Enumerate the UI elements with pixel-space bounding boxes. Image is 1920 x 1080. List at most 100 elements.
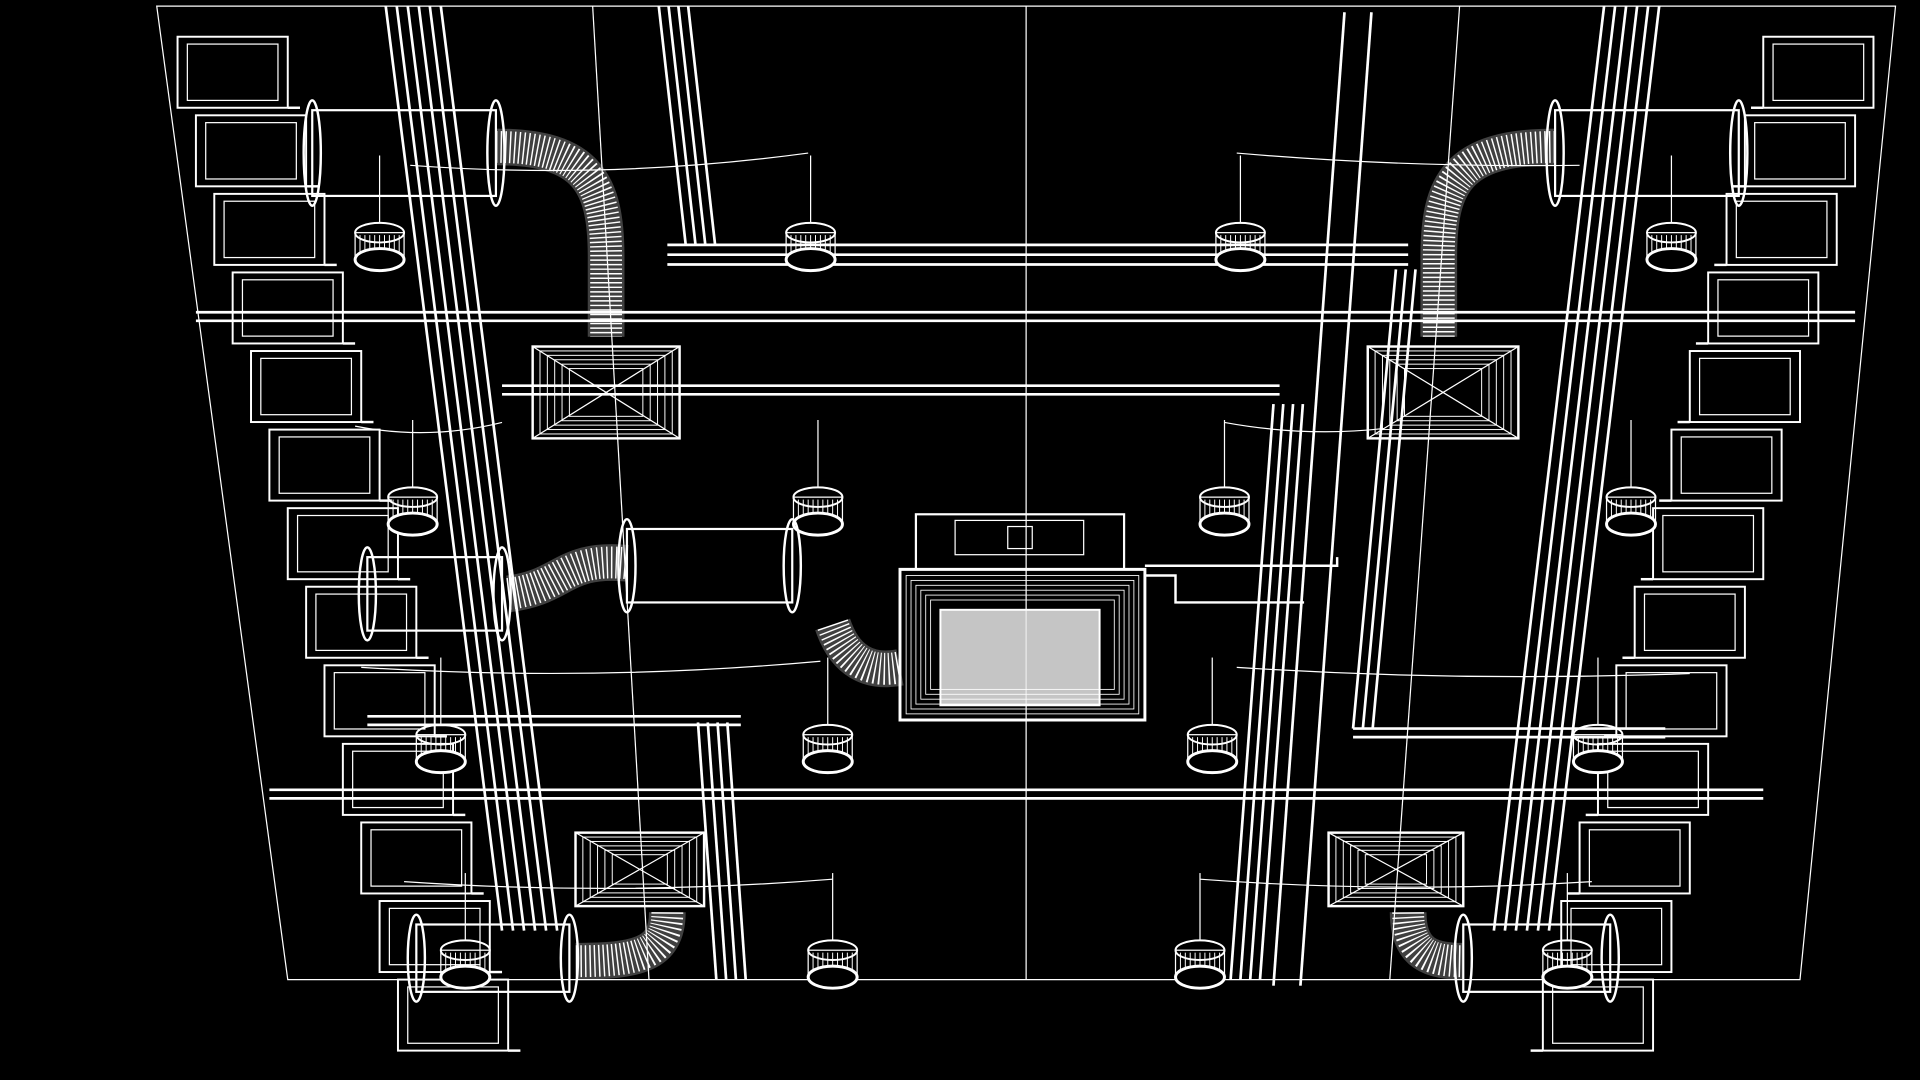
duct-box-inner	[1698, 357, 1791, 416]
duct-box-segment	[323, 664, 436, 738]
duct-body	[366, 556, 504, 632]
vertical-pipe	[667, 5, 697, 246]
cassette-top-panel	[954, 519, 1085, 556]
vertical-pipe	[1536, 5, 1650, 931]
suspension-cable	[1236, 666, 1690, 678]
fan-bottom	[1174, 964, 1226, 990]
duct-run-bottom-right	[1453, 913, 1620, 1003]
side-duct-ladder-left	[176, 35, 521, 1052]
vertical-pipe	[1371, 269, 1417, 729]
diffuser-diagonal	[1328, 832, 1397, 870]
fan-cylinder	[1645, 155, 1698, 273]
cassette-refrigerant-pipe	[1144, 557, 1339, 604]
vertical-pipe	[406, 5, 526, 931]
flex-duct-elbow-bottom-left	[575, 911, 684, 978]
fan-bottom	[439, 964, 492, 990]
flex-duct-elbow-bottom-right	[1392, 911, 1464, 978]
fan-cylinder	[801, 657, 854, 775]
duct-box-segment	[1633, 585, 1746, 659]
diffuser-diagonal	[1367, 346, 1444, 393]
duct-box-inner	[241, 279, 334, 337]
diffuser-louver	[539, 350, 673, 435]
diffuser-louver	[532, 346, 681, 439]
diffuser-diagonal	[1395, 832, 1464, 870]
vertical-pipe	[657, 5, 688, 246]
duct-box-segment	[341, 742, 455, 816]
duct-flange	[492, 546, 512, 642]
cassette-bezel-line	[915, 584, 1130, 705]
suspension-cable	[1224, 421, 1384, 433]
duct-flange	[1545, 99, 1565, 207]
duct-box-segment	[1725, 192, 1838, 266]
duct-box-inner	[1754, 122, 1846, 180]
square-diffuser	[574, 831, 706, 908]
vertical-pipe	[1492, 5, 1606, 931]
duct-run-mid-left	[357, 546, 512, 642]
fan-bottom	[1645, 247, 1698, 273]
square-diffuser	[1366, 345, 1520, 440]
flex-duct-elbow-top-left-outline	[495, 128, 625, 337]
cassette-box	[1007, 525, 1033, 550]
duct-run-bottom-left	[406, 913, 580, 1003]
duct-box-segment	[396, 978, 510, 1052]
duct-box-segment	[305, 585, 418, 659]
fan-cylinder	[414, 657, 467, 775]
duct-run-top-left	[302, 99, 506, 207]
fan-bottom	[784, 247, 837, 273]
vertical-pipe	[439, 5, 559, 931]
fan-cylinder	[1186, 657, 1239, 775]
diffuser-louver	[1342, 840, 1450, 898]
fan-cylinder	[1174, 873, 1226, 990]
fan-cylinder	[1214, 155, 1267, 273]
duct-box-segment	[1707, 271, 1820, 345]
vertical-pipe	[384, 5, 504, 931]
duct-box-inner	[205, 122, 297, 180]
duct-box-inner	[1607, 750, 1699, 809]
diffuser-louver	[575, 832, 705, 907]
duct-body	[415, 923, 571, 993]
fan-bottom	[1541, 964, 1594, 990]
vertical-pipe	[417, 5, 537, 931]
pipe-bundle-right-inner	[1351, 269, 1417, 729]
diffuser-louver	[554, 359, 659, 426]
fan-bottom	[1214, 247, 1267, 273]
suspension-cable	[1236, 152, 1580, 167]
duct-flange	[302, 99, 323, 207]
square-diffuser	[1327, 831, 1465, 908]
fan-bottom	[806, 964, 859, 990]
fan-cylinder	[386, 420, 439, 537]
flex-duct-elbow-bottom-left-outline	[575, 911, 686, 980]
duct-box-segment	[1688, 350, 1801, 424]
duct-box-inner	[1588, 829, 1681, 887]
diffuser-louver	[1357, 849, 1435, 889]
vertical-pipe	[726, 722, 748, 980]
duct-box-segment	[1596, 742, 1710, 816]
diffuser-louver	[1374, 350, 1512, 435]
duct-flange	[1600, 913, 1620, 1003]
square-diffuser	[531, 345, 681, 440]
duct-flange	[357, 546, 378, 642]
diffuser-louver	[1389, 359, 1497, 426]
fan-bottom	[792, 511, 844, 537]
duct-box-inner	[1717, 279, 1810, 337]
vertical-pipe	[1514, 5, 1628, 931]
flex-duct-mid-left-outline	[505, 544, 629, 613]
diffuser-diagonal	[639, 832, 705, 870]
cassette-bezel-line	[930, 599, 1115, 690]
diffuser-louver	[582, 836, 698, 903]
vertical-pipe	[1272, 12, 1346, 986]
vertical-pipe	[1361, 269, 1408, 729]
pipe-bundle-left	[384, 5, 559, 931]
duct-box-inner	[223, 200, 316, 259]
ceiling-cassette-unit	[898, 513, 1339, 722]
duct-box-segment	[1560, 900, 1673, 974]
fan-bottom	[1186, 749, 1239, 775]
fan-bottom	[1572, 749, 1624, 775]
ceiling-frame-outline	[156, 5, 1897, 981]
diffuser-diagonal	[605, 346, 680, 393]
diffuser-diagonal	[1442, 346, 1519, 393]
diffuser-louver	[1364, 854, 1428, 885]
fan-bottom	[1605, 511, 1657, 537]
vertical-pipe	[1248, 403, 1295, 980]
